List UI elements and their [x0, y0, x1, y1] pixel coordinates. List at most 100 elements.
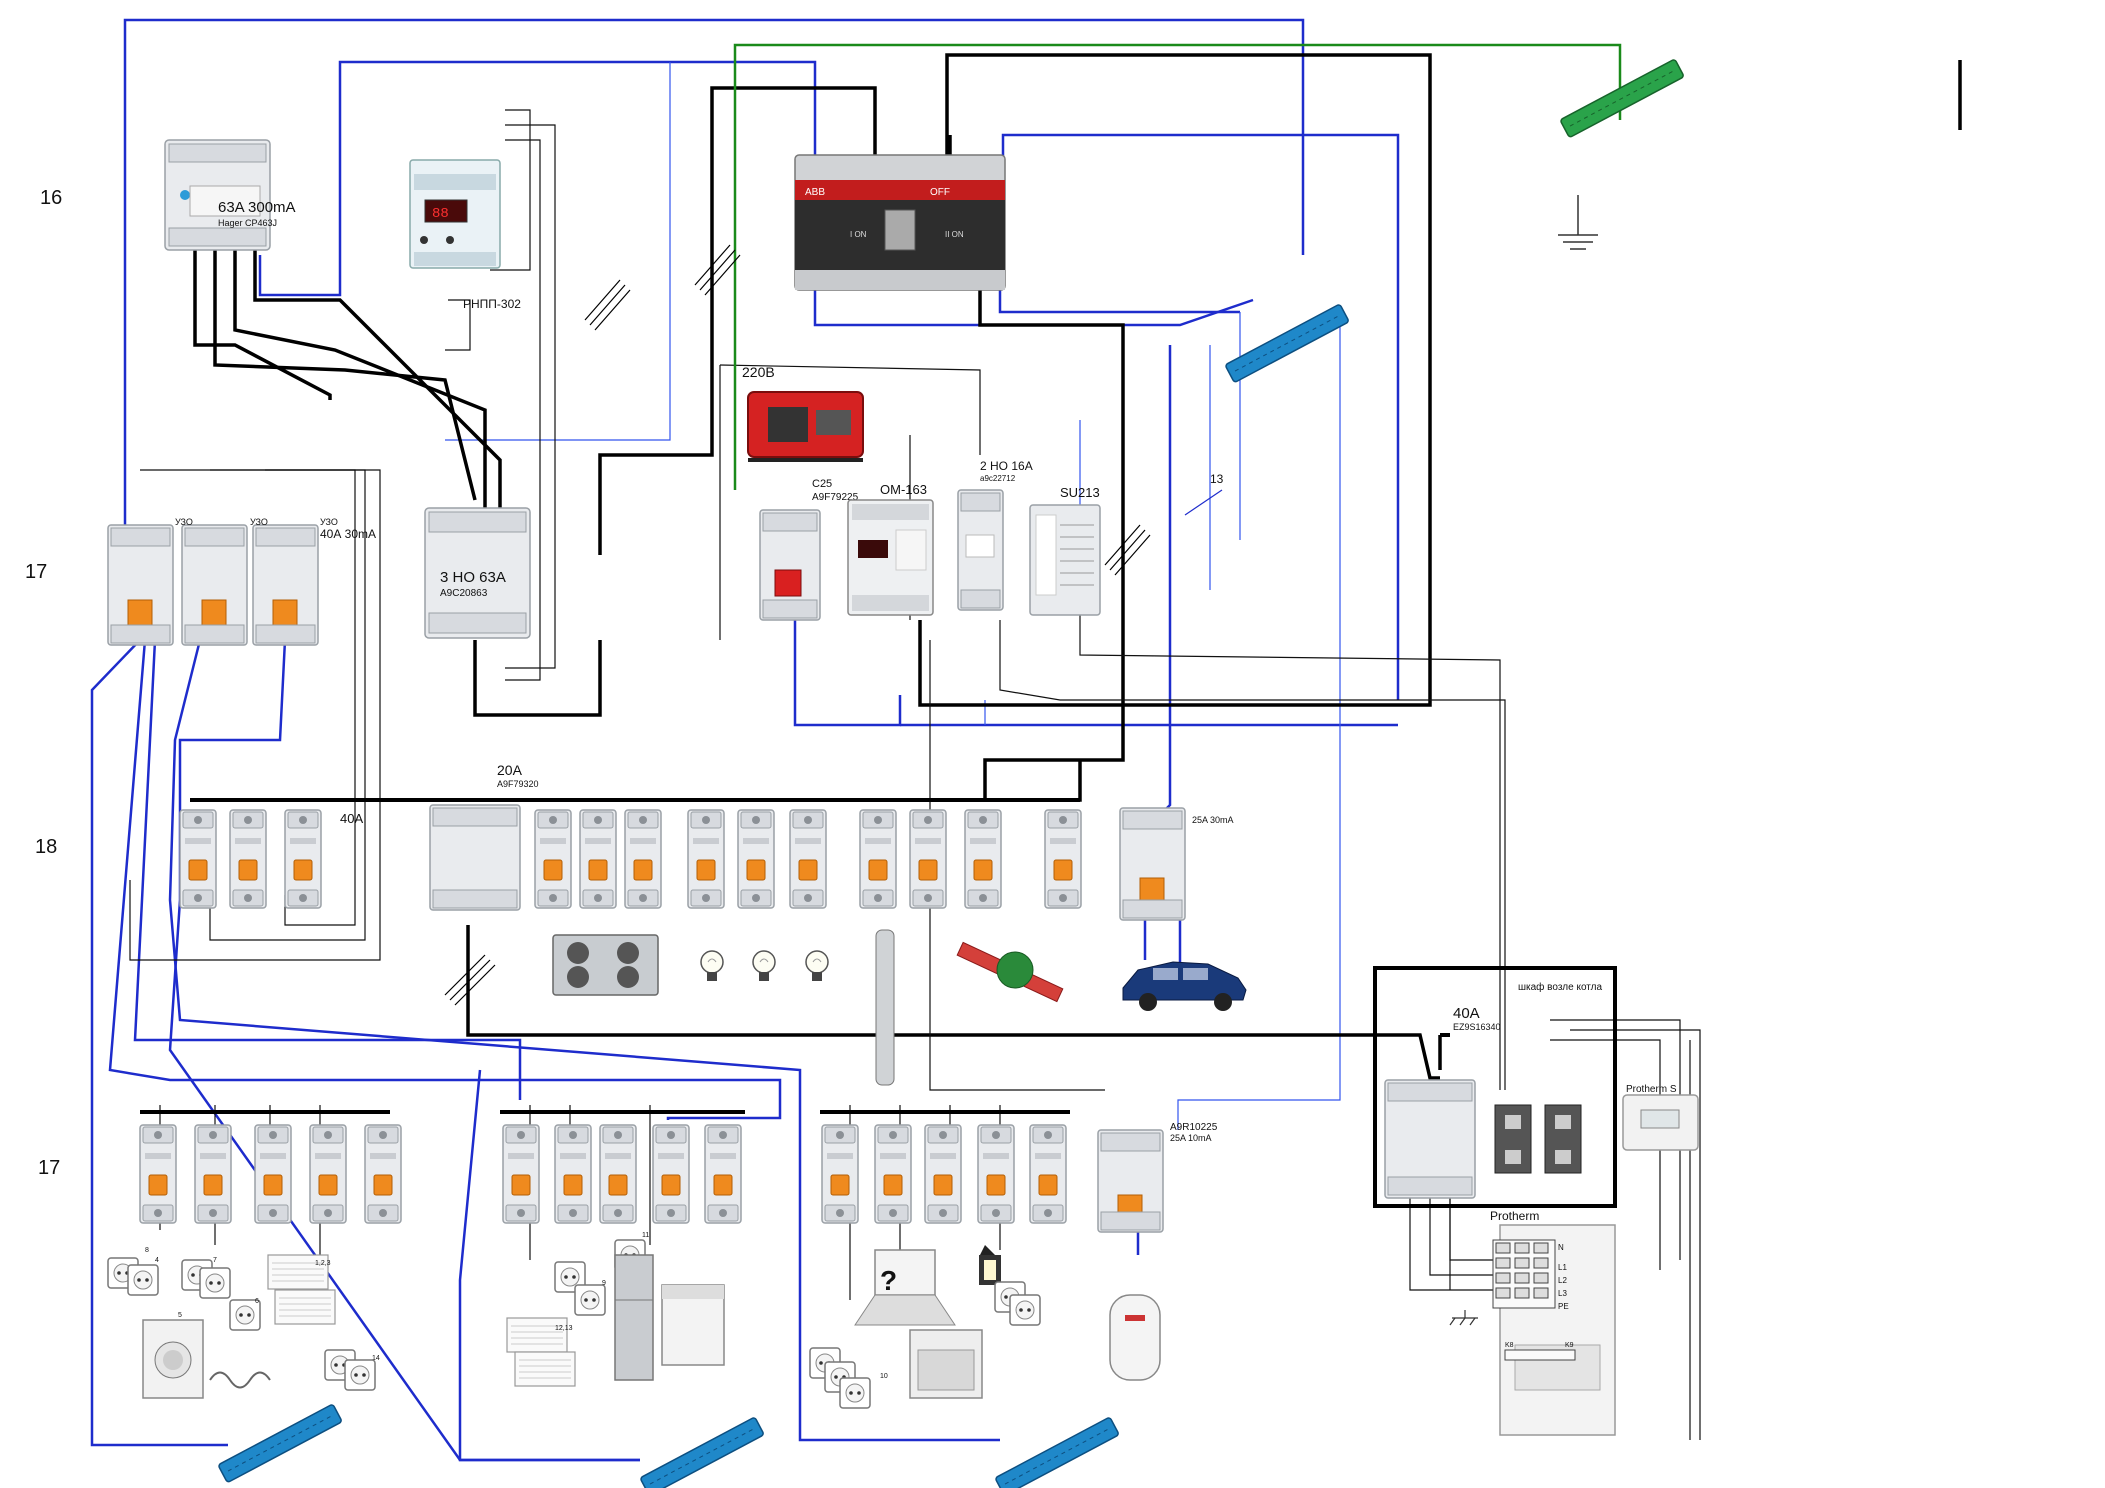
- main-rcd-model: Hager CP463J: [218, 218, 277, 228]
- abb-off: OFF: [930, 187, 950, 198]
- breaker-c25: [759, 509, 821, 621]
- socket-num-5: 5: [178, 1312, 182, 1319]
- radiator-num-123: 1,2,3: [315, 1260, 331, 1267]
- socket-num-9: 9: [602, 1280, 606, 1287]
- contactor-3no: [424, 507, 531, 639]
- range-hood-icon: [854, 1249, 956, 1326]
- socket-num-8: 8: [145, 1247, 149, 1254]
- row18-breakers: [179, 804, 1186, 921]
- water-heater-rcd-rating: 25A 10mA: [1170, 1133, 1212, 1143]
- thin-phase-wires: [129, 109, 1701, 1440]
- uzo-label-a: УЗО: [175, 517, 193, 527]
- uzo-3: [252, 524, 319, 646]
- socket-icon: [127, 1264, 159, 1296]
- contactor-2no: [957, 489, 1004, 611]
- neutral-busbar-1: [218, 1404, 342, 1483]
- socket-num-7: 7: [213, 1257, 217, 1264]
- socket-num-10: 10: [880, 1373, 888, 1380]
- boiler-k8: K8: [1505, 1342, 1514, 1349]
- boiler-cabinet-rating: 40A: [1453, 1005, 1480, 1022]
- abb-on2: II ON: [945, 230, 964, 239]
- socket-num-6: 6: [255, 1298, 259, 1305]
- uzo-2: [181, 524, 248, 646]
- klemma-pe: PE: [1558, 1302, 1569, 1311]
- neutral-wires: [90, 18, 1400, 1462]
- well-pump-icon: [875, 929, 895, 1086]
- mark-13: 13: [1210, 472, 1224, 486]
- boiler-k9: K9: [1565, 1342, 1574, 1349]
- uzo-1: [107, 524, 174, 646]
- boiler-cabinet-frame: [1373, 966, 1617, 1208]
- main-rcd: [164, 139, 271, 251]
- generator-icon: [747, 391, 864, 462]
- klemma-l2: L2: [1558, 1276, 1567, 1285]
- earth-wire: [733, 43, 1622, 490]
- su213-label: SU213: [1060, 485, 1100, 500]
- tick-13: [1184, 489, 1223, 516]
- row-label-17-bottom: 17: [38, 1157, 60, 1179]
- bulb-icon: [805, 950, 829, 982]
- changeover-switch: ABB OFF I ON II ON: [794, 154, 1006, 291]
- earth-busbar: [1560, 59, 1684, 138]
- row-label-16: 16: [40, 187, 62, 209]
- unknown-device-mark: ?: [880, 1265, 897, 1296]
- uzo-label-c: УЗО: [320, 517, 338, 527]
- boiler-k-terminal: [1504, 1349, 1576, 1361]
- boiler-main-breaker: [1384, 1079, 1476, 1199]
- boiler-terminal-strip: [1492, 1239, 1556, 1309]
- socket-icon: [1009, 1294, 1041, 1326]
- klemma-l1: L1: [1558, 1263, 1567, 1272]
- om163-label: OM-163: [880, 482, 927, 497]
- bulb-icon: [752, 950, 776, 982]
- voltage-relay-label: РНПП-302: [463, 297, 521, 311]
- boiler-terminal-blocks: [1494, 1104, 1582, 1174]
- boiler-label: Protherm: [1490, 1209, 1539, 1223]
- c25-label: C25: [812, 478, 832, 490]
- boiler-icon: [1499, 1224, 1616, 1436]
- row-label-18: 18: [35, 836, 57, 858]
- neutral-busbar-3: [995, 1417, 1119, 1488]
- ground-symbol: [1558, 195, 1598, 250]
- c25-code: A9F79225: [812, 492, 859, 503]
- neutral-busbar-2: [640, 1417, 764, 1488]
- oven-icon: [909, 1329, 983, 1399]
- socket-num-4: 4: [155, 1257, 159, 1264]
- socket-num-14: 14: [372, 1355, 380, 1362]
- abb-on1: I ON: [850, 230, 867, 239]
- radiator-num-1213: 12,13: [555, 1325, 573, 1332]
- boiler-ground-symbol: [1449, 1310, 1478, 1326]
- boiler-cabinet-title: шкаф возле котла: [1518, 981, 1603, 993]
- neutral-busbar-top: [1225, 304, 1349, 383]
- gas-hob-icon: [552, 934, 659, 996]
- dishwasher-icon: [661, 1284, 725, 1366]
- rcd-25a-label: 25A 30mA: [1192, 815, 1234, 825]
- radiator-icon: [274, 1289, 336, 1325]
- socket-icon: [344, 1359, 376, 1391]
- socket-num-11: 11: [642, 1232, 649, 1239]
- abb-brand: ABB: [805, 187, 825, 198]
- car-icon: [1122, 961, 1247, 1011]
- contactor-3no-label: 3 НО 63А: [440, 569, 506, 586]
- washing-machine-icon: [142, 1319, 204, 1399]
- su213-device: [1029, 504, 1101, 616]
- row17-bottom-breakers: [139, 1124, 1164, 1233]
- generator-voltage: 220В: [742, 364, 775, 380]
- uzo-rating: 40А 30mA: [320, 527, 376, 541]
- heating-cable-icon: [209, 1371, 271, 1389]
- circulation-pump-icon: [956, 941, 1064, 1003]
- thermostat-icon: [1622, 1094, 1699, 1151]
- thermostat-label: Protherm S: [1626, 1084, 1677, 1095]
- radiator-icon: [506, 1317, 568, 1353]
- water-heater-rcd-code: A9R10225: [1170, 1122, 1218, 1133]
- row-bus-lines: [140, 798, 1450, 1114]
- row18-40a-label: 40A: [340, 811, 363, 826]
- group-20a-label: 20A: [497, 762, 523, 778]
- contactor-2no-label: 2 НО 16А: [980, 459, 1033, 473]
- uzo-label-b: УЗО: [250, 517, 268, 527]
- klemma-n: N: [1558, 1243, 1564, 1252]
- cable-slashes: [444, 244, 1151, 1006]
- row-label-17-top: 17: [25, 561, 47, 583]
- svg-text:88: 88: [432, 206, 449, 222]
- bulb-icon: [700, 950, 724, 982]
